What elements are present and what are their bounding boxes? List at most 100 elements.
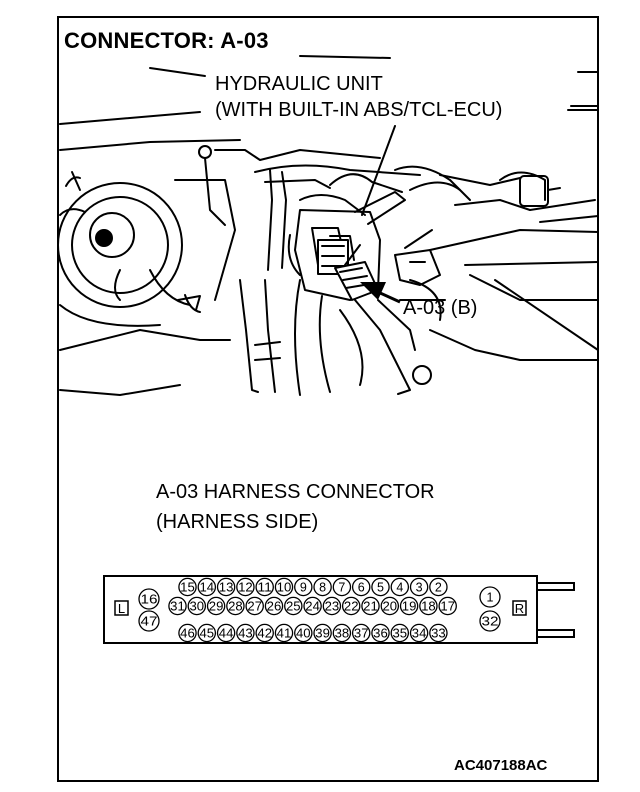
figure-code: AC407188AC	[454, 757, 548, 774]
pin-number: 2	[435, 581, 442, 595]
connector-pin: 40	[294, 623, 313, 643]
pin-number: 42	[257, 627, 272, 641]
connector-pin: 6	[351, 577, 371, 597]
pin-number: 41	[277, 627, 292, 641]
pin-number: 28	[228, 600, 243, 614]
connector-pin: 24	[303, 596, 322, 616]
connector-pin: 19	[399, 596, 419, 616]
connector-pin: 39	[313, 623, 332, 643]
pin-number: 3	[416, 581, 423, 595]
pin-number: 25	[286, 600, 301, 614]
connector-pin: 35	[390, 623, 410, 643]
pin-number: 12	[238, 581, 253, 595]
pin-number: 6	[358, 581, 365, 595]
pin-number: 9	[300, 581, 307, 595]
pin-number: 5	[377, 581, 384, 595]
hydraulic-unit-label: HYDRAULIC UNIT	[215, 73, 383, 95]
connector-pin: 33	[429, 623, 448, 643]
pin-number: 45	[200, 627, 215, 641]
pin-number: 19	[402, 600, 417, 614]
pin-number: 13	[219, 581, 234, 595]
connector-pin: 8	[313, 577, 332, 597]
connector-pin: 11	[255, 577, 274, 597]
pin-number: 32	[482, 615, 499, 629]
pin-number: 44	[219, 627, 234, 641]
connector-pin: 47	[138, 610, 160, 632]
figure-frame	[57, 16, 599, 782]
connector-pin: 34	[409, 623, 429, 643]
side-label-right: R	[515, 601, 524, 616]
connector-pin: 37	[351, 623, 371, 643]
connector-pin: 20	[380, 596, 400, 616]
connector-pin: 18	[419, 596, 438, 616]
connector-pin: 4	[390, 577, 410, 597]
pin-number: 24	[305, 600, 320, 614]
connector-pin: 12	[236, 577, 255, 597]
connector-tab-top	[536, 582, 575, 591]
pin-number: 11	[257, 581, 272, 595]
connector-pin: 45	[197, 623, 217, 643]
connector-title: CONNECTOR: A-03	[64, 28, 269, 53]
connector-pin: 2	[429, 577, 448, 597]
harness-side-label: (HARNESS SIDE)	[156, 511, 319, 533]
connector-pin: 13	[216, 577, 236, 597]
connector-pin: 28	[226, 596, 245, 616]
connector-pin: 41	[274, 623, 294, 643]
pin-number: 1	[487, 591, 494, 605]
pin-number: 7	[338, 581, 345, 595]
side-marker-right: R	[512, 600, 527, 616]
pin-number: 22	[344, 600, 359, 614]
pin-number: 4	[396, 581, 403, 595]
pin-number: 16	[141, 593, 158, 607]
connector-pin: 42	[255, 623, 274, 643]
connector-pin: 46	[178, 623, 197, 643]
side-label-left: L	[118, 601, 125, 616]
connector-pin: 23	[322, 596, 342, 616]
connector-pin: 44	[216, 623, 236, 643]
pin-number: 18	[421, 600, 436, 614]
connector-pin: 36	[371, 623, 390, 643]
pin-number: 30	[190, 600, 205, 614]
side-marker-left: L	[114, 600, 129, 616]
pin-number: 40	[296, 627, 311, 641]
pin-number: 36	[373, 627, 388, 641]
connector-pin: 16	[138, 588, 160, 610]
connector-pin: 38	[332, 623, 352, 643]
connector-pin: 31	[168, 596, 187, 616]
pin-number: 8	[319, 581, 326, 595]
pin-number: 37	[354, 627, 369, 641]
connector-pin: 5	[371, 577, 390, 597]
connector-pin: 22	[341, 596, 361, 616]
pin-number: 26	[267, 600, 282, 614]
pin-number: 31	[170, 600, 185, 614]
pin-number: 34	[412, 627, 427, 641]
pin-number: 35	[393, 627, 408, 641]
pin-number: 39	[315, 627, 330, 641]
connector-pin: 30	[187, 596, 207, 616]
pin-number: 20	[383, 600, 398, 614]
connector-pin: 9	[294, 577, 313, 597]
pin-number: 17	[440, 600, 455, 614]
pin-number: 23	[325, 600, 340, 614]
connector-pin: 43	[236, 623, 255, 643]
connector-pin: 3	[409, 577, 429, 597]
pin-number: 29	[209, 600, 224, 614]
pin-number: 14	[200, 581, 215, 595]
connector-pin: 27	[245, 596, 264, 616]
connector-pin: 10	[274, 577, 294, 597]
pin-number: 10	[277, 581, 292, 595]
pin-number: 47	[141, 615, 158, 629]
connector-pin: 14	[197, 577, 217, 597]
harness-connector-title: A-03 HARNESS CONNECTOR	[156, 481, 435, 503]
connector-pin: 7	[332, 577, 352, 597]
callout-arrow-icon	[360, 282, 401, 304]
pin-number: 43	[238, 627, 253, 641]
connector-pin: 17	[438, 596, 457, 616]
pin-number: 15	[180, 581, 195, 595]
hydraulic-unit-sublabel: (WITH BUILT-IN ABS/TCL-ECU)	[215, 99, 503, 121]
pin-number: 33	[431, 627, 446, 641]
connector-pin: 25	[284, 596, 303, 616]
pin-number: 27	[247, 600, 262, 614]
connector-pin: 15	[178, 577, 197, 597]
